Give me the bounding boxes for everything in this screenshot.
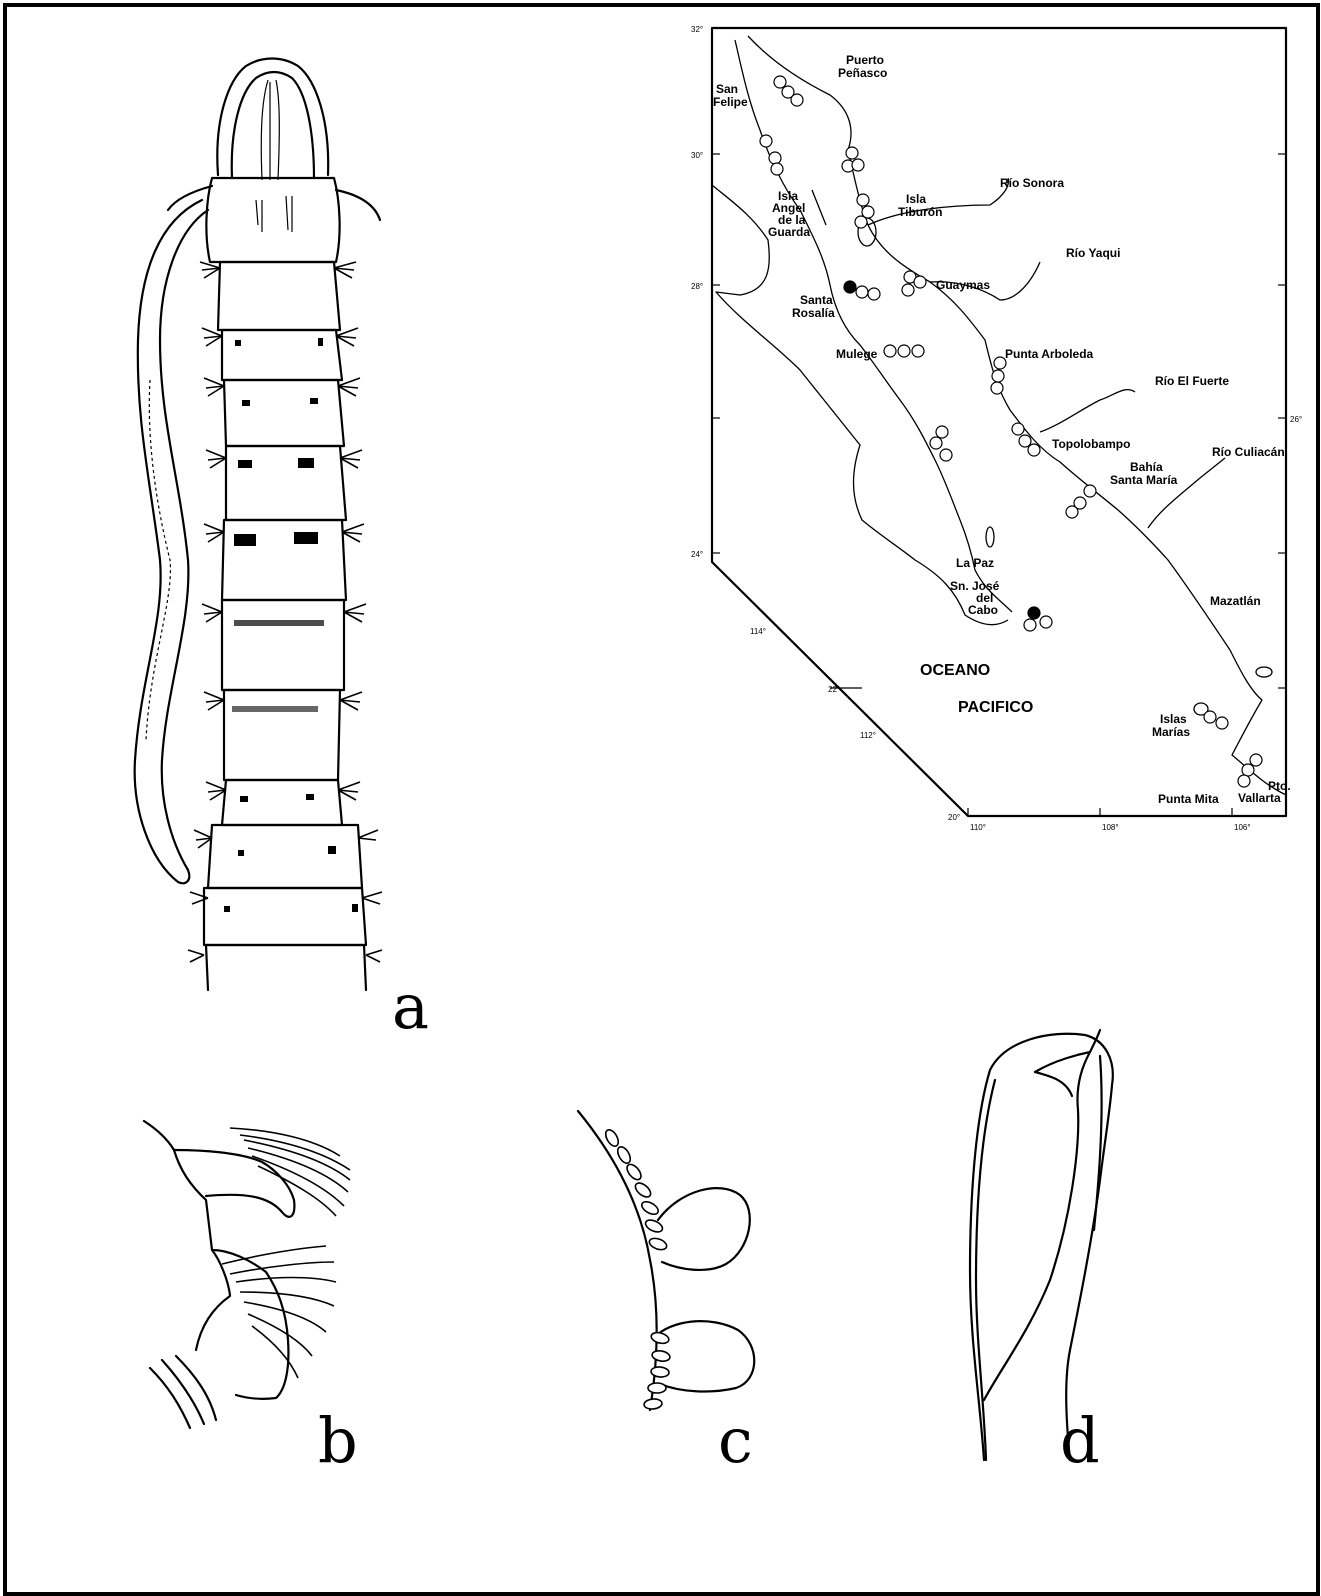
- lon-110: 110°: [970, 823, 986, 832]
- panel-label-b: b: [318, 1404, 358, 1477]
- lat-22: 22°: [828, 685, 840, 694]
- label-rio-culiacan: Río Culiacán: [1212, 445, 1285, 459]
- label-san: San: [716, 82, 738, 96]
- label-oceano: OCEANO: [920, 662, 990, 679]
- label-cabo: Cabo: [968, 603, 998, 617]
- baja-gulf-coast: [735, 40, 1012, 612]
- worm-parapodia: [188, 262, 382, 962]
- label-santa: Santa: [800, 293, 833, 307]
- label-bahia: Bahía: [1130, 460, 1163, 474]
- label-la-paz: La Paz: [956, 556, 994, 570]
- worm-peristomium: [206, 178, 339, 262]
- lat-30: 30°: [691, 151, 703, 160]
- label-santa-maria: Santa María: [1110, 473, 1178, 487]
- panel-label-c: c: [718, 1404, 753, 1477]
- label-pacifico: PACIFICO: [958, 699, 1033, 716]
- label-mulege: Mulege: [836, 347, 878, 361]
- label-islas: Islas: [1160, 712, 1187, 726]
- lon-112: 112°: [860, 731, 876, 740]
- label-vallarta: Vallarta: [1238, 791, 1281, 805]
- label-penasco: Peñasco: [838, 66, 887, 80]
- papillae-c-drawing: [578, 1111, 754, 1410]
- label-isla-2: Isla: [906, 192, 926, 206]
- parapodium-b-drawing: [144, 1121, 350, 1428]
- label-guaymas: Guaymas: [936, 278, 990, 292]
- map-frame: [712, 28, 1286, 816]
- panel-label-a: a: [392, 970, 429, 1043]
- lon-108: 108°: [1102, 823, 1119, 832]
- label-topolobampo: Topolobampo: [1052, 437, 1130, 451]
- label-felipe: Felipe: [713, 95, 748, 109]
- worm-drawing: [135, 59, 382, 991]
- mainland-coast: [748, 36, 1286, 795]
- panel-label-d: d: [1060, 1404, 1100, 1477]
- label-guarda: Guarda: [768, 225, 810, 239]
- label-rosalia: Rosalía: [792, 306, 835, 320]
- label-tiburon: Tiburón: [898, 205, 942, 219]
- lon-106: 106°: [1234, 823, 1251, 832]
- label-marias: Marías: [1152, 725, 1190, 739]
- lon-114: 114°: [750, 627, 766, 636]
- worm-head: [217, 59, 328, 176]
- river-el-fuerte: [1040, 390, 1135, 432]
- worm-palp: [135, 200, 208, 883]
- isla-angel-shape: [812, 190, 826, 225]
- label-puerto: Puerto: [846, 53, 884, 67]
- label-punta-mita: Punta Mita: [1158, 792, 1219, 806]
- chaeta-d-drawing: [970, 1030, 1113, 1460]
- label-punta-arboleda: Punta Arboleda: [1005, 347, 1094, 361]
- label-rio-el-fuerte: Río El Fuerte: [1155, 374, 1229, 388]
- map: 32° 30° 28° 26° 24° 22° 20° 110° 108° 10…: [691, 25, 1302, 832]
- worm-head-inner: [232, 72, 314, 178]
- lat-20: 20°: [948, 813, 960, 822]
- lat-32: 32°: [691, 25, 703, 34]
- label-rio-sonora: Río Sonora: [1000, 176, 1064, 190]
- label-rio-yaqui: Río Yaqui: [1066, 246, 1120, 260]
- label-mazatlan: Mazatlán: [1210, 594, 1261, 608]
- lat-28: 28°: [691, 282, 703, 291]
- map-lat-ticks: [712, 28, 1286, 816]
- lat-26: 26°: [1290, 415, 1302, 424]
- lat-24: 24°: [691, 550, 703, 559]
